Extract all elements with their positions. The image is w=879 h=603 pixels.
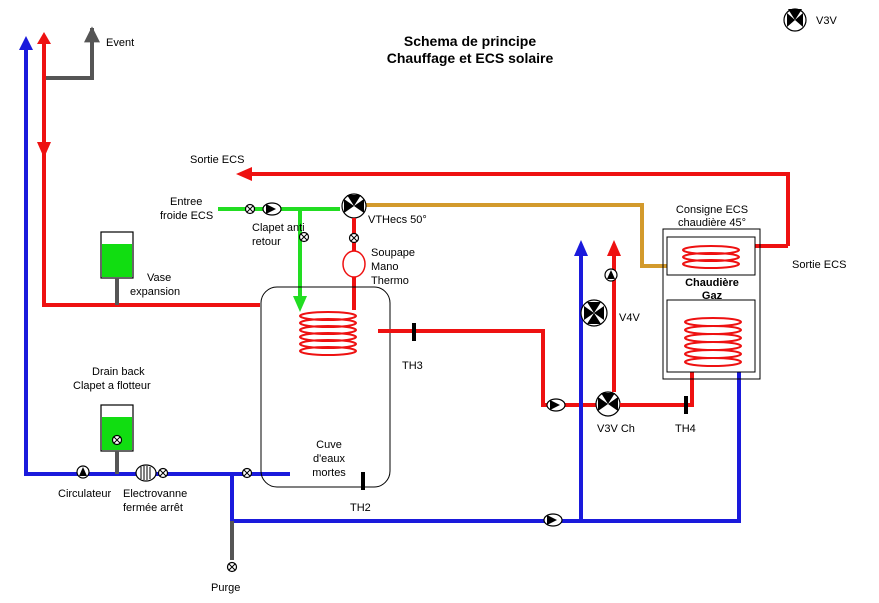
heating-return-arrow-icon [574,240,588,256]
ecs-output-arrow-icon [236,167,252,181]
title-line-1: Schema de principe [404,33,536,49]
soupape-label-1: Soupape [371,247,415,259]
circulator-pump-icon [76,465,90,479]
purge-label: Purge [211,582,240,594]
cold-inlet-arrow-icon [293,296,307,312]
legend-v3v-label: V3V [816,15,837,27]
th4-thermometer-icon [684,396,688,414]
soupape-label-2: Mano [371,261,399,273]
boiler-outer [662,228,761,380]
soupape-valve-icon [348,232,360,244]
electrovanne-label-2: fermée arrêt [123,502,183,514]
th3-label: TH3 [402,360,423,372]
cuve-label-3: mortes [312,467,346,479]
heating-up-check-icon [604,268,618,282]
boiler-ecs-coil-icon [682,245,740,269]
event-label: Event [106,37,134,49]
vent-pipe [44,26,100,80]
chaudiere-label-1: Chaudière [685,277,739,289]
vthecs-label: VTHecs 50° [368,214,427,226]
drain-back-label-1: Drain back [92,366,145,378]
drain-back-tank-icon [100,404,134,452]
manometer-icon [342,250,366,278]
inlet-valve-icon [244,203,256,215]
boiler-heating-coil-icon [684,317,742,367]
boiler-ecs-box [666,236,756,276]
v3v-ch-label: V3V Ch [597,423,635,435]
entree-label-1: Entree [170,196,202,208]
soupape-label-3: Thermo [371,275,409,287]
th3-thermometer-icon [412,323,416,341]
electrovanne-label-1: Electrovanne [123,488,187,500]
check-valve-icon [262,202,282,216]
chaudiere-label-2: Gaz [702,290,723,302]
title-line-2: Chauffage et ECS solaire [387,50,554,66]
clapet-label-1: Clapet anti [252,222,305,234]
storage-tank [260,286,391,488]
purge-valve-icon [226,561,238,573]
vase-label-2: expansion [130,286,180,298]
electrovalve-icon [135,464,157,482]
circulateur-label: Circulateur [58,488,112,500]
expansion-vessel-icon [100,231,134,279]
solar-cold-pipe [24,50,290,476]
boiler-heating-box [666,299,756,373]
heating-check-valve-icon [546,398,566,412]
vthecs-valve-icon [341,193,367,219]
consigne-label-1: Consigne ECS [676,204,748,216]
sortie-ecs-right-label: Sortie ECS [792,259,846,271]
return-bottom-pipe [230,366,741,523]
legend-v3v-icon [783,8,807,32]
vase-label-1: Vase [147,272,171,284]
cuve-label-1: Cuve [316,439,342,451]
tank-coil-icon [299,311,357,356]
solar-hot-pipe [42,44,260,307]
heating-up-arrow-icon [607,240,621,256]
solar-cold-arrow-icon [19,36,33,50]
tank-inlet-valve-icon [241,467,253,479]
entree-label-2: froide ECS [160,210,213,222]
th4-label: TH4 [675,423,696,435]
heating-feed-pipe [378,329,600,407]
th2-thermometer-icon [361,472,365,490]
clapet-label-2: retour [252,236,281,248]
drain-back-label-2: Clapet a flotteur [73,380,151,392]
ecs-output-pipe [242,172,790,246]
cuve-label-2: d'eaux [313,453,346,465]
consigne-label-2: chaudière 45° [678,217,746,229]
th2-label: TH2 [350,502,371,514]
v4v-valve-icon [580,299,608,327]
solar-hot-arrow-icon [37,142,51,158]
v3v-ch-valve-icon [595,391,621,417]
return-check-valve-icon [543,513,563,527]
electrovalve-check-icon [157,467,169,479]
sortie-ecs-top-label: Sortie ECS [190,154,244,166]
drain-valve-icon [298,231,310,243]
v4v-label: V4V [619,312,640,324]
ecs-return-pipe [362,203,680,268]
